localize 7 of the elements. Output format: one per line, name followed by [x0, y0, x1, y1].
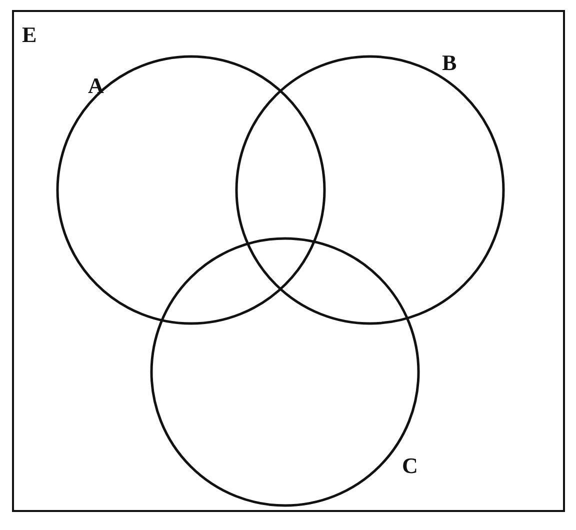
- set-label: B: [442, 52, 457, 74]
- set-circle: [56, 55, 326, 325]
- set-label: C: [402, 455, 418, 477]
- universal-set-frame: [12, 10, 565, 512]
- set-circle: [150, 237, 420, 507]
- set-circle: [235, 55, 505, 325]
- set-label: E: [22, 24, 37, 46]
